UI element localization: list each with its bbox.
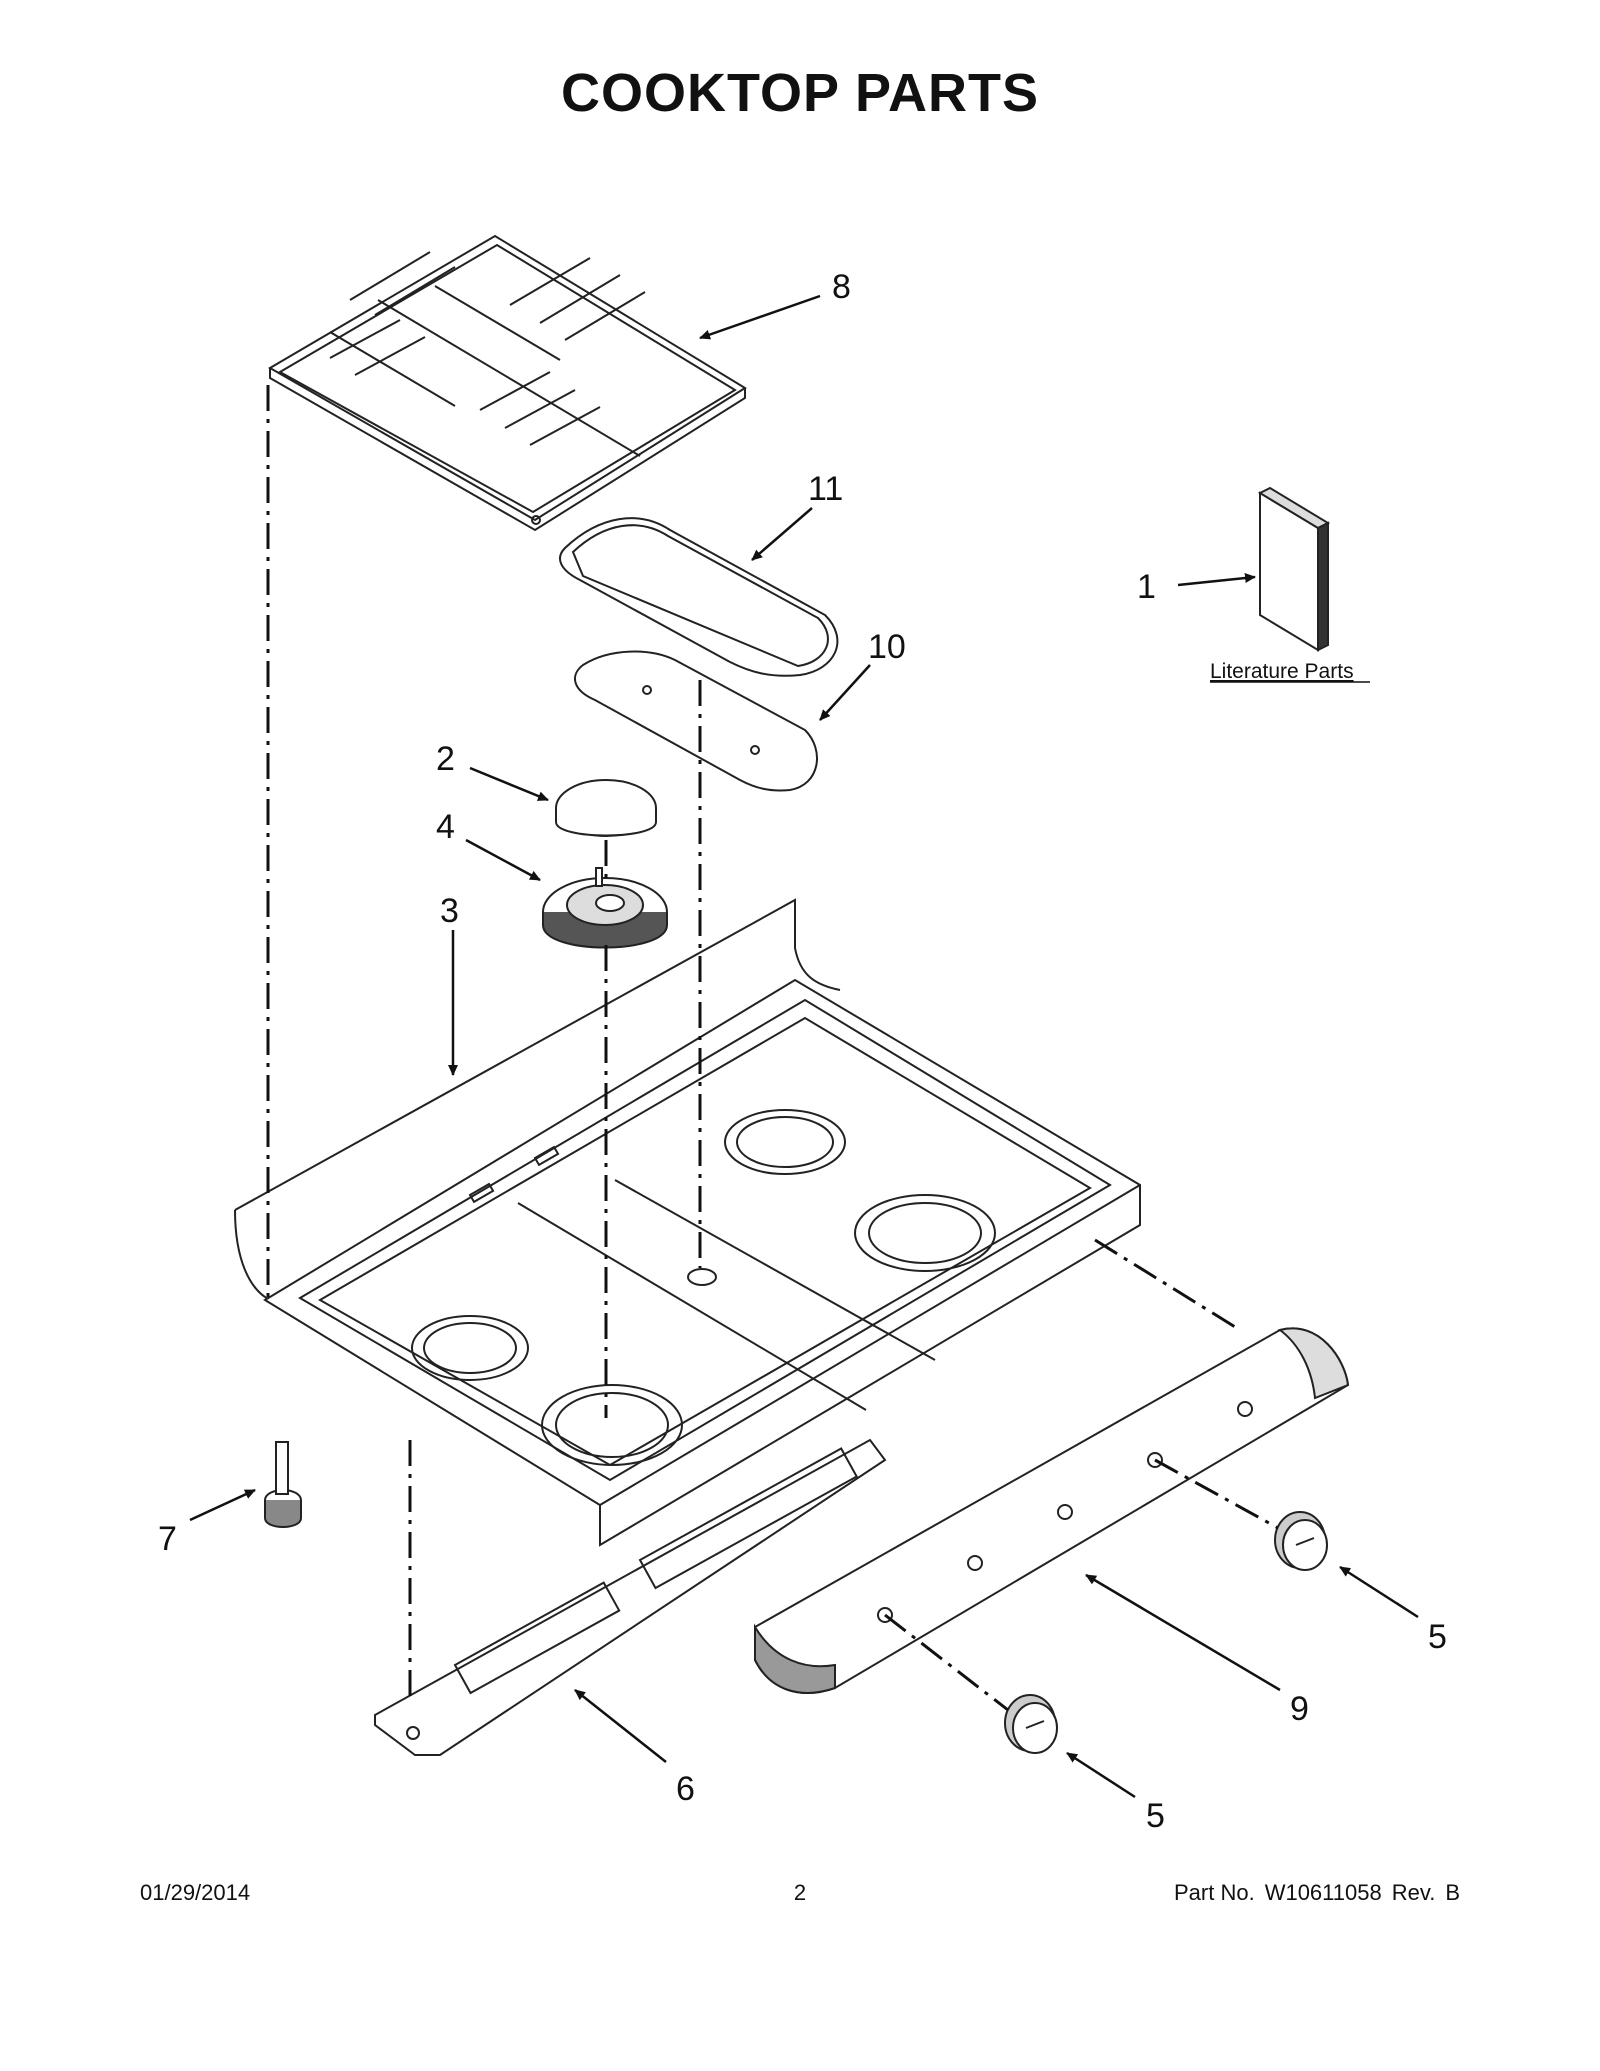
callout-3: 3	[440, 892, 459, 930]
oval-burner-base-part	[574, 650, 818, 792]
callout-4: 4	[436, 808, 455, 846]
callout-10: 10	[868, 628, 906, 666]
callout-7: 7	[158, 1520, 177, 1558]
callout-9: 9	[1290, 1690, 1309, 1728]
cooktop-pan-part	[234, 898, 1141, 1547]
callout-5-right: 5	[1428, 1618, 1447, 1656]
callout-2: 2	[436, 740, 455, 778]
rev-label: Rev.	[1391, 1880, 1436, 1905]
callout-5-left: 5	[1146, 1797, 1165, 1835]
part-number: W10611058	[1264, 1880, 1382, 1905]
oval-burner-cap-part	[559, 517, 839, 677]
bracket-part	[374, 1438, 887, 1756]
callout-6: 6	[676, 1770, 695, 1808]
knob-part-left	[1004, 1694, 1058, 1754]
burner-head-part	[542, 867, 668, 949]
grate-part	[268, 234, 747, 532]
assembly-lines	[266, 385, 1279, 1712]
literature-parts-label: Literature Parts	[1210, 660, 1354, 683]
callout-11: 11	[808, 470, 843, 508]
footer-part-info: Part No. W10611058 Rev. B	[1164, 1880, 1460, 1906]
leader-arrows	[189, 294, 1419, 1799]
page-title: COOKTOP PARTS	[560, 63, 1040, 123]
literature-booklet-part	[1257, 486, 1331, 652]
part-label: Part No.	[1173, 1880, 1255, 1905]
knob-part-right	[1274, 1511, 1328, 1571]
rev-value: B	[1445, 1880, 1460, 1905]
footer-date: 01/29/2014	[140, 1880, 251, 1905]
valve-stem-part	[264, 1441, 302, 1528]
callout-1: 1	[1137, 568, 1156, 606]
control-panel-part	[754, 1327, 1350, 1694]
footer-page-number: 2	[793, 1880, 807, 1905]
round-burner-cap-part	[555, 779, 657, 837]
callout-8: 8	[832, 268, 851, 306]
